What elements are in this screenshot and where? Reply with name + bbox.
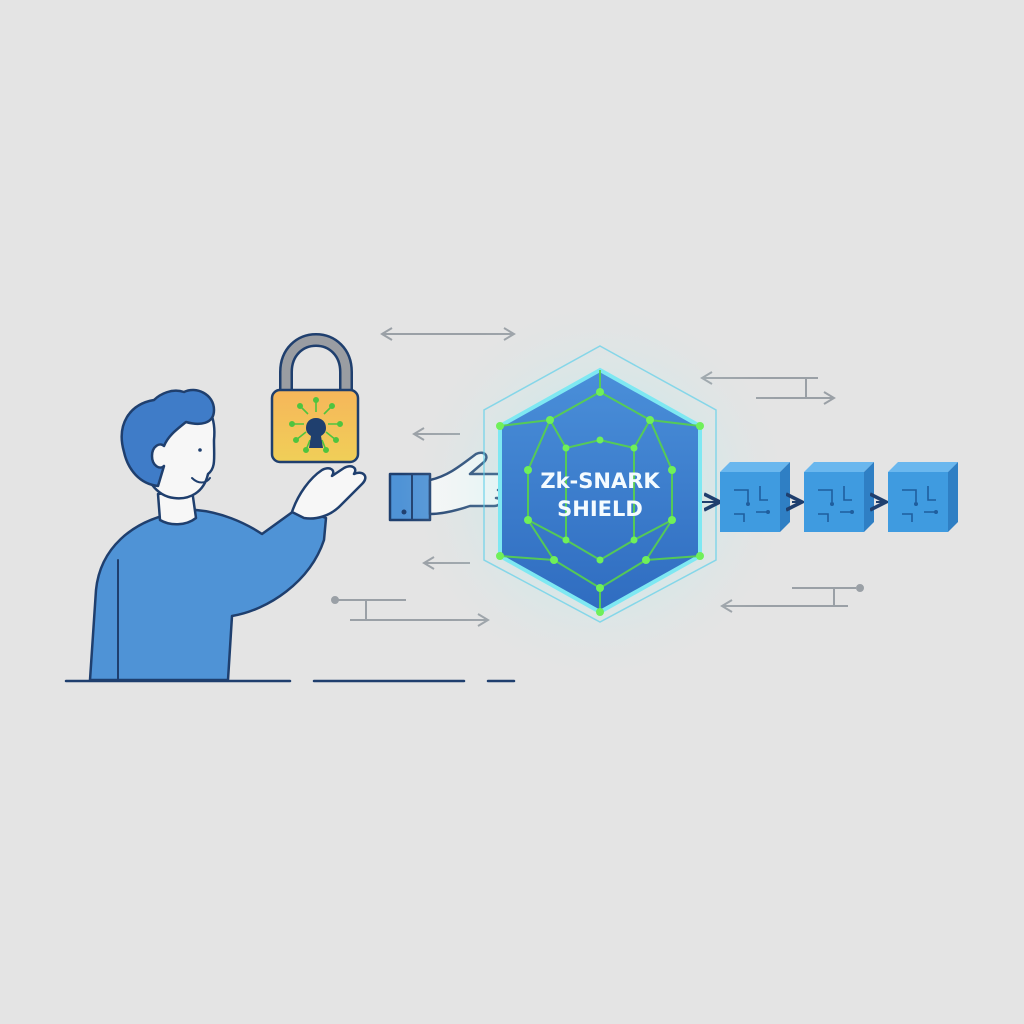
hexagon-shield-icon: Zk-SNARK SHIELD <box>400 290 800 690</box>
cube-block-icon <box>804 462 874 532</box>
blockchain <box>720 462 958 532</box>
shield-label-line1: Zk-SNARK <box>540 469 660 493</box>
person-body <box>88 506 328 682</box>
cube-block-icon <box>888 462 958 532</box>
keyhole-icon <box>306 418 326 448</box>
person-hair <box>120 388 216 488</box>
padlock-icon <box>270 332 360 464</box>
shield-nodes <box>496 388 704 616</box>
person-icon <box>88 388 367 682</box>
person-hand <box>290 465 367 520</box>
circuit-pattern <box>288 396 343 453</box>
shield-label-line2: SHIELD <box>557 497 643 521</box>
shield-outer-frame <box>483 345 717 623</box>
cube-block-icon <box>720 462 790 532</box>
